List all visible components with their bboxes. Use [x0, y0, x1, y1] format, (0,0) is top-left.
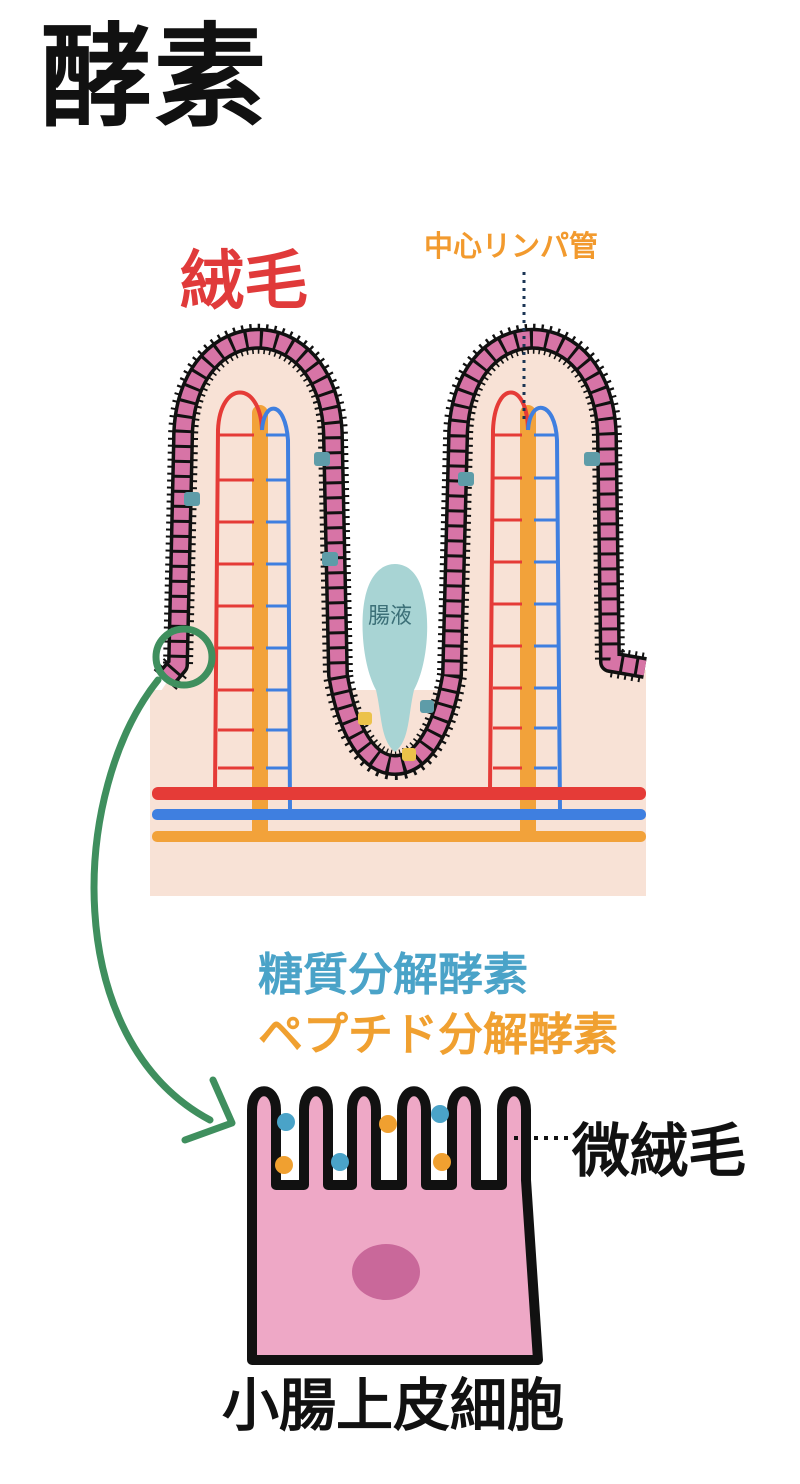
zoom-circle	[152, 625, 216, 689]
epithelial-cell-label: 小腸上皮細胞	[222, 1373, 564, 1439]
artery-base	[152, 787, 646, 800]
epithelial-cell	[247, 1086, 543, 1365]
microvilli-label: 微絨毛	[572, 1117, 747, 1185]
peptide-enzyme-dot	[379, 1115, 397, 1133]
capillaries-right	[493, 433, 557, 770]
villus-label: 絨毛	[180, 245, 308, 319]
intestinal-fluid-label: 腸液	[368, 604, 413, 629]
artery-right	[488, 390, 530, 791]
intestinal-fluid-drop	[362, 564, 428, 752]
cell-nucleus	[352, 1244, 420, 1300]
capillaries-left	[218, 433, 288, 770]
page-title: 酵素	[40, 13, 268, 143]
artery-left	[213, 390, 264, 791]
carb-enzyme-dot	[431, 1105, 449, 1123]
goblet-cell	[322, 552, 338, 566]
goblet-cell	[184, 492, 200, 506]
goblet-cell	[420, 700, 434, 713]
epithelium-cells	[159, 331, 647, 773]
carb-enzyme-dot	[277, 1113, 295, 1131]
vein-base	[152, 809, 646, 820]
peptide-enzyme-dot	[433, 1153, 451, 1171]
lacteal-left	[252, 405, 268, 840]
zoom-arrowhead	[181, 1076, 236, 1144]
carb-enzyme-dot	[331, 1153, 349, 1171]
yellow-cell	[402, 748, 416, 761]
carbohydrate-enzyme-label: 糖質分解酵素	[258, 948, 529, 1001]
lacteal-label: 中心リンパ管	[424, 229, 599, 263]
peptide-enzyme-label: ペプチド分解酵素	[258, 1008, 619, 1061]
goblet-cell	[584, 452, 600, 466]
peptide-enzyme-dot	[275, 1156, 293, 1174]
goblet-cell	[458, 472, 474, 486]
lacteal-right	[520, 405, 536, 840]
zoom-arrow	[90, 676, 214, 1124]
vein-right	[526, 406, 562, 811]
lacteal-base	[152, 831, 646, 842]
yellow-cell	[358, 712, 372, 725]
goblet-cell	[314, 452, 330, 466]
vein-left	[260, 406, 292, 811]
